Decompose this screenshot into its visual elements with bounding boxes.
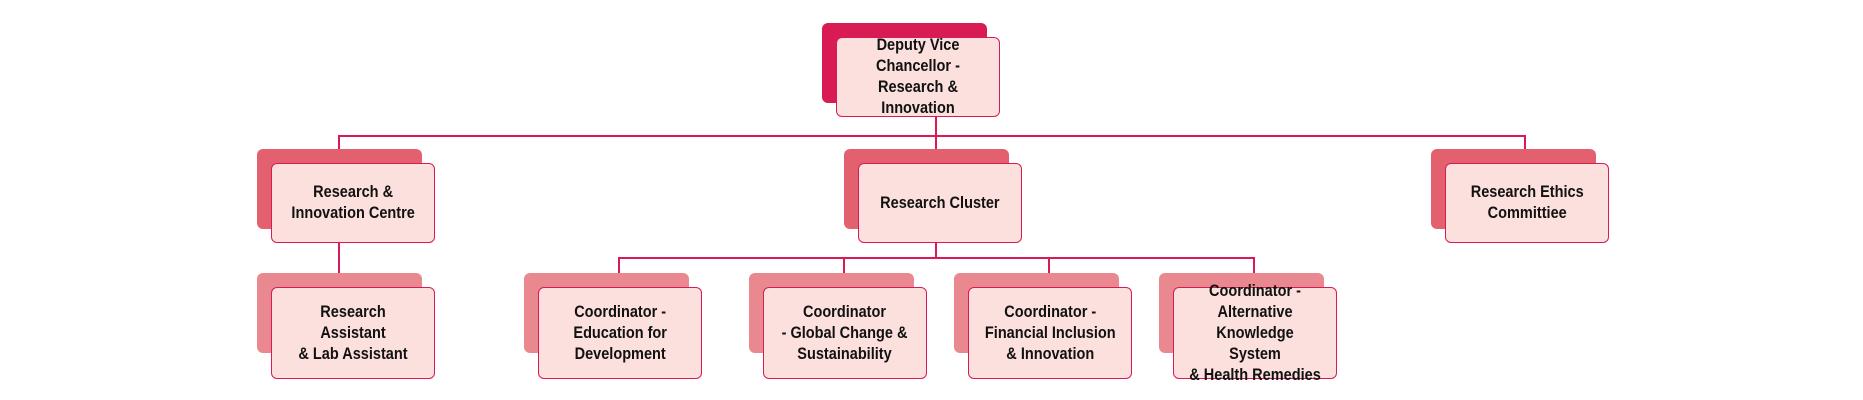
connector-root-down xyxy=(935,116,937,136)
node-card: Research Cluster xyxy=(858,163,1022,243)
node-coordinator-alternative-knowledge: Coordinator - Alternative Knowledge Syst… xyxy=(1159,273,1337,384)
node-label: Coordinator - Global Change & Sustainabi… xyxy=(782,302,908,363)
node-label: Research & Innovation Centre xyxy=(291,183,415,222)
node-card: Coordinator - Global Change & Sustainabi… xyxy=(763,287,927,379)
connector-to-coordinator-global xyxy=(843,257,845,273)
node-research-assistant: Research Assistant & Lab Assistant xyxy=(257,273,435,379)
connector-cluster-down xyxy=(935,243,937,258)
connector-to-innovation-centre xyxy=(338,135,340,149)
connector-to-coordinator-education xyxy=(618,257,620,273)
node-research-ethics-committee: Research Ethics Committiee xyxy=(1431,149,1609,243)
node-label: Deputy Vice Chancellor - Research & Inno… xyxy=(876,36,960,117)
node-card: Coordinator - Alternative Knowledge Syst… xyxy=(1173,282,1337,384)
node-card: Coordinator - Financial Inclusion & Inno… xyxy=(968,287,1132,379)
node-label: Research Ethics Committiee xyxy=(1470,183,1584,222)
node-label: Research Cluster xyxy=(880,193,1000,212)
node-card: Research Assistant & Lab Assistant xyxy=(271,287,435,379)
node-card: Research & Innovation Centre xyxy=(271,163,435,243)
node-label: Coordinator - Education for Development xyxy=(573,302,667,363)
node-coordinator-financial-inclusion: Coordinator - Financial Inclusion & Inno… xyxy=(954,273,1132,379)
node-coordinator-global-change: Coordinator - Global Change & Sustainabi… xyxy=(749,273,927,379)
connector-to-research-cluster xyxy=(935,135,937,149)
node-research-innovation-centre: Research & Innovation Centre xyxy=(257,149,435,243)
connector-level2-bus xyxy=(618,257,1255,259)
node-label: Coordinator - Financial Inclusion & Inno… xyxy=(984,302,1116,363)
node-coordinator-education: Coordinator - Education for Development xyxy=(524,273,702,379)
connector-level1-bus xyxy=(338,135,1526,137)
connector-to-coordinator-alternative xyxy=(1253,257,1255,273)
connector-innovation-centre-down xyxy=(338,243,340,273)
node-label: Coordinator - Alternative Knowledge Syst… xyxy=(1189,281,1321,384)
node-label: Research Assistant & Lab Assistant xyxy=(298,302,408,363)
node-card: Research Ethics Committiee xyxy=(1445,163,1609,243)
node-deputy-vice-chancellor: Deputy Vice Chancellor - Research & Inno… xyxy=(822,23,1000,117)
node-card: Coordinator - Education for Development xyxy=(538,287,702,379)
connector-to-ethics-committee xyxy=(1524,135,1526,149)
node-research-cluster: Research Cluster xyxy=(844,149,1022,243)
node-card: Deputy Vice Chancellor - Research & Inno… xyxy=(836,36,1000,117)
connector-to-coordinator-financial xyxy=(1048,257,1050,273)
